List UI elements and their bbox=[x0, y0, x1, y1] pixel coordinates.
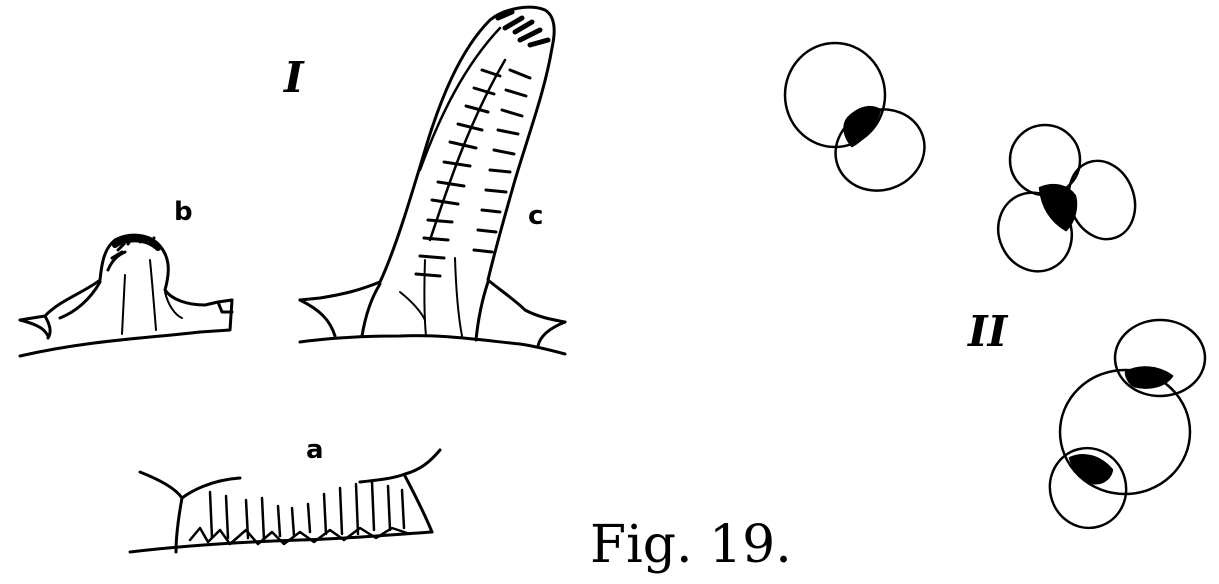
papilla-b-drawing bbox=[20, 235, 232, 356]
label-c: c bbox=[528, 201, 543, 231]
papilla-c-drawing bbox=[300, 7, 565, 354]
panel-two-label: II bbox=[967, 307, 1009, 356]
figure-caption: Fig. 19. bbox=[590, 515, 792, 575]
label-b: b bbox=[174, 197, 193, 227]
cell-pair-top bbox=[785, 43, 936, 203]
cell-cluster-middle bbox=[985, 125, 1145, 283]
cell-chain-bottom bbox=[1041, 320, 1205, 536]
label-a: a bbox=[306, 435, 324, 465]
panel-one-label: I bbox=[283, 53, 305, 102]
papilla-a-drawing bbox=[130, 450, 440, 552]
